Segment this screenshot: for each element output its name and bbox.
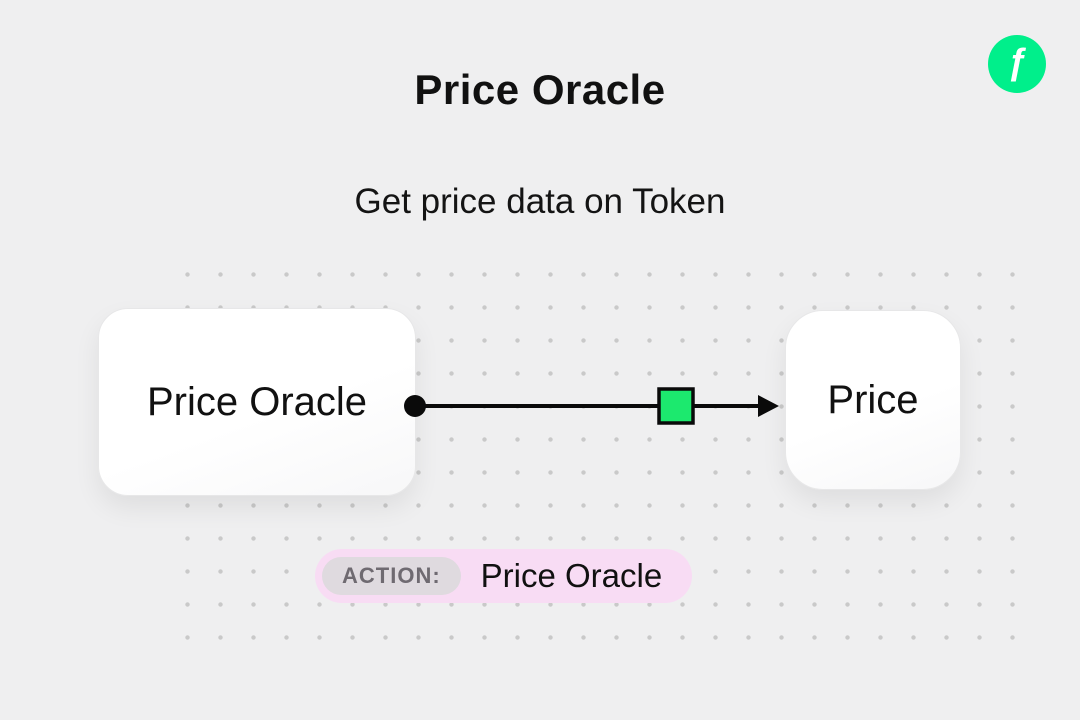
node-price: Price — [785, 310, 961, 490]
page-subtitle: Get price data on Token — [354, 182, 726, 221]
edge-connector — [404, 387, 779, 425]
action-pill: ACTION: Price Oracle — [315, 549, 693, 603]
node-price-label: Price — [827, 377, 919, 422]
flow-logo: ƒ — [988, 35, 1046, 93]
node-price-oracle-label: Price Oracle — [146, 379, 368, 424]
arrowhead-icon — [758, 395, 779, 417]
node-price-oracle: Price Oracle — [98, 308, 416, 496]
flow-logo-glyph: ƒ — [1006, 41, 1028, 82]
action-marker-icon — [657, 387, 695, 425]
action-label: Price Oracle — [480, 557, 663, 594]
action-badge: ACTION: — [322, 557, 461, 595]
page-title: Price Oracle — [414, 66, 666, 113]
edge-start-dot-icon — [404, 395, 426, 417]
